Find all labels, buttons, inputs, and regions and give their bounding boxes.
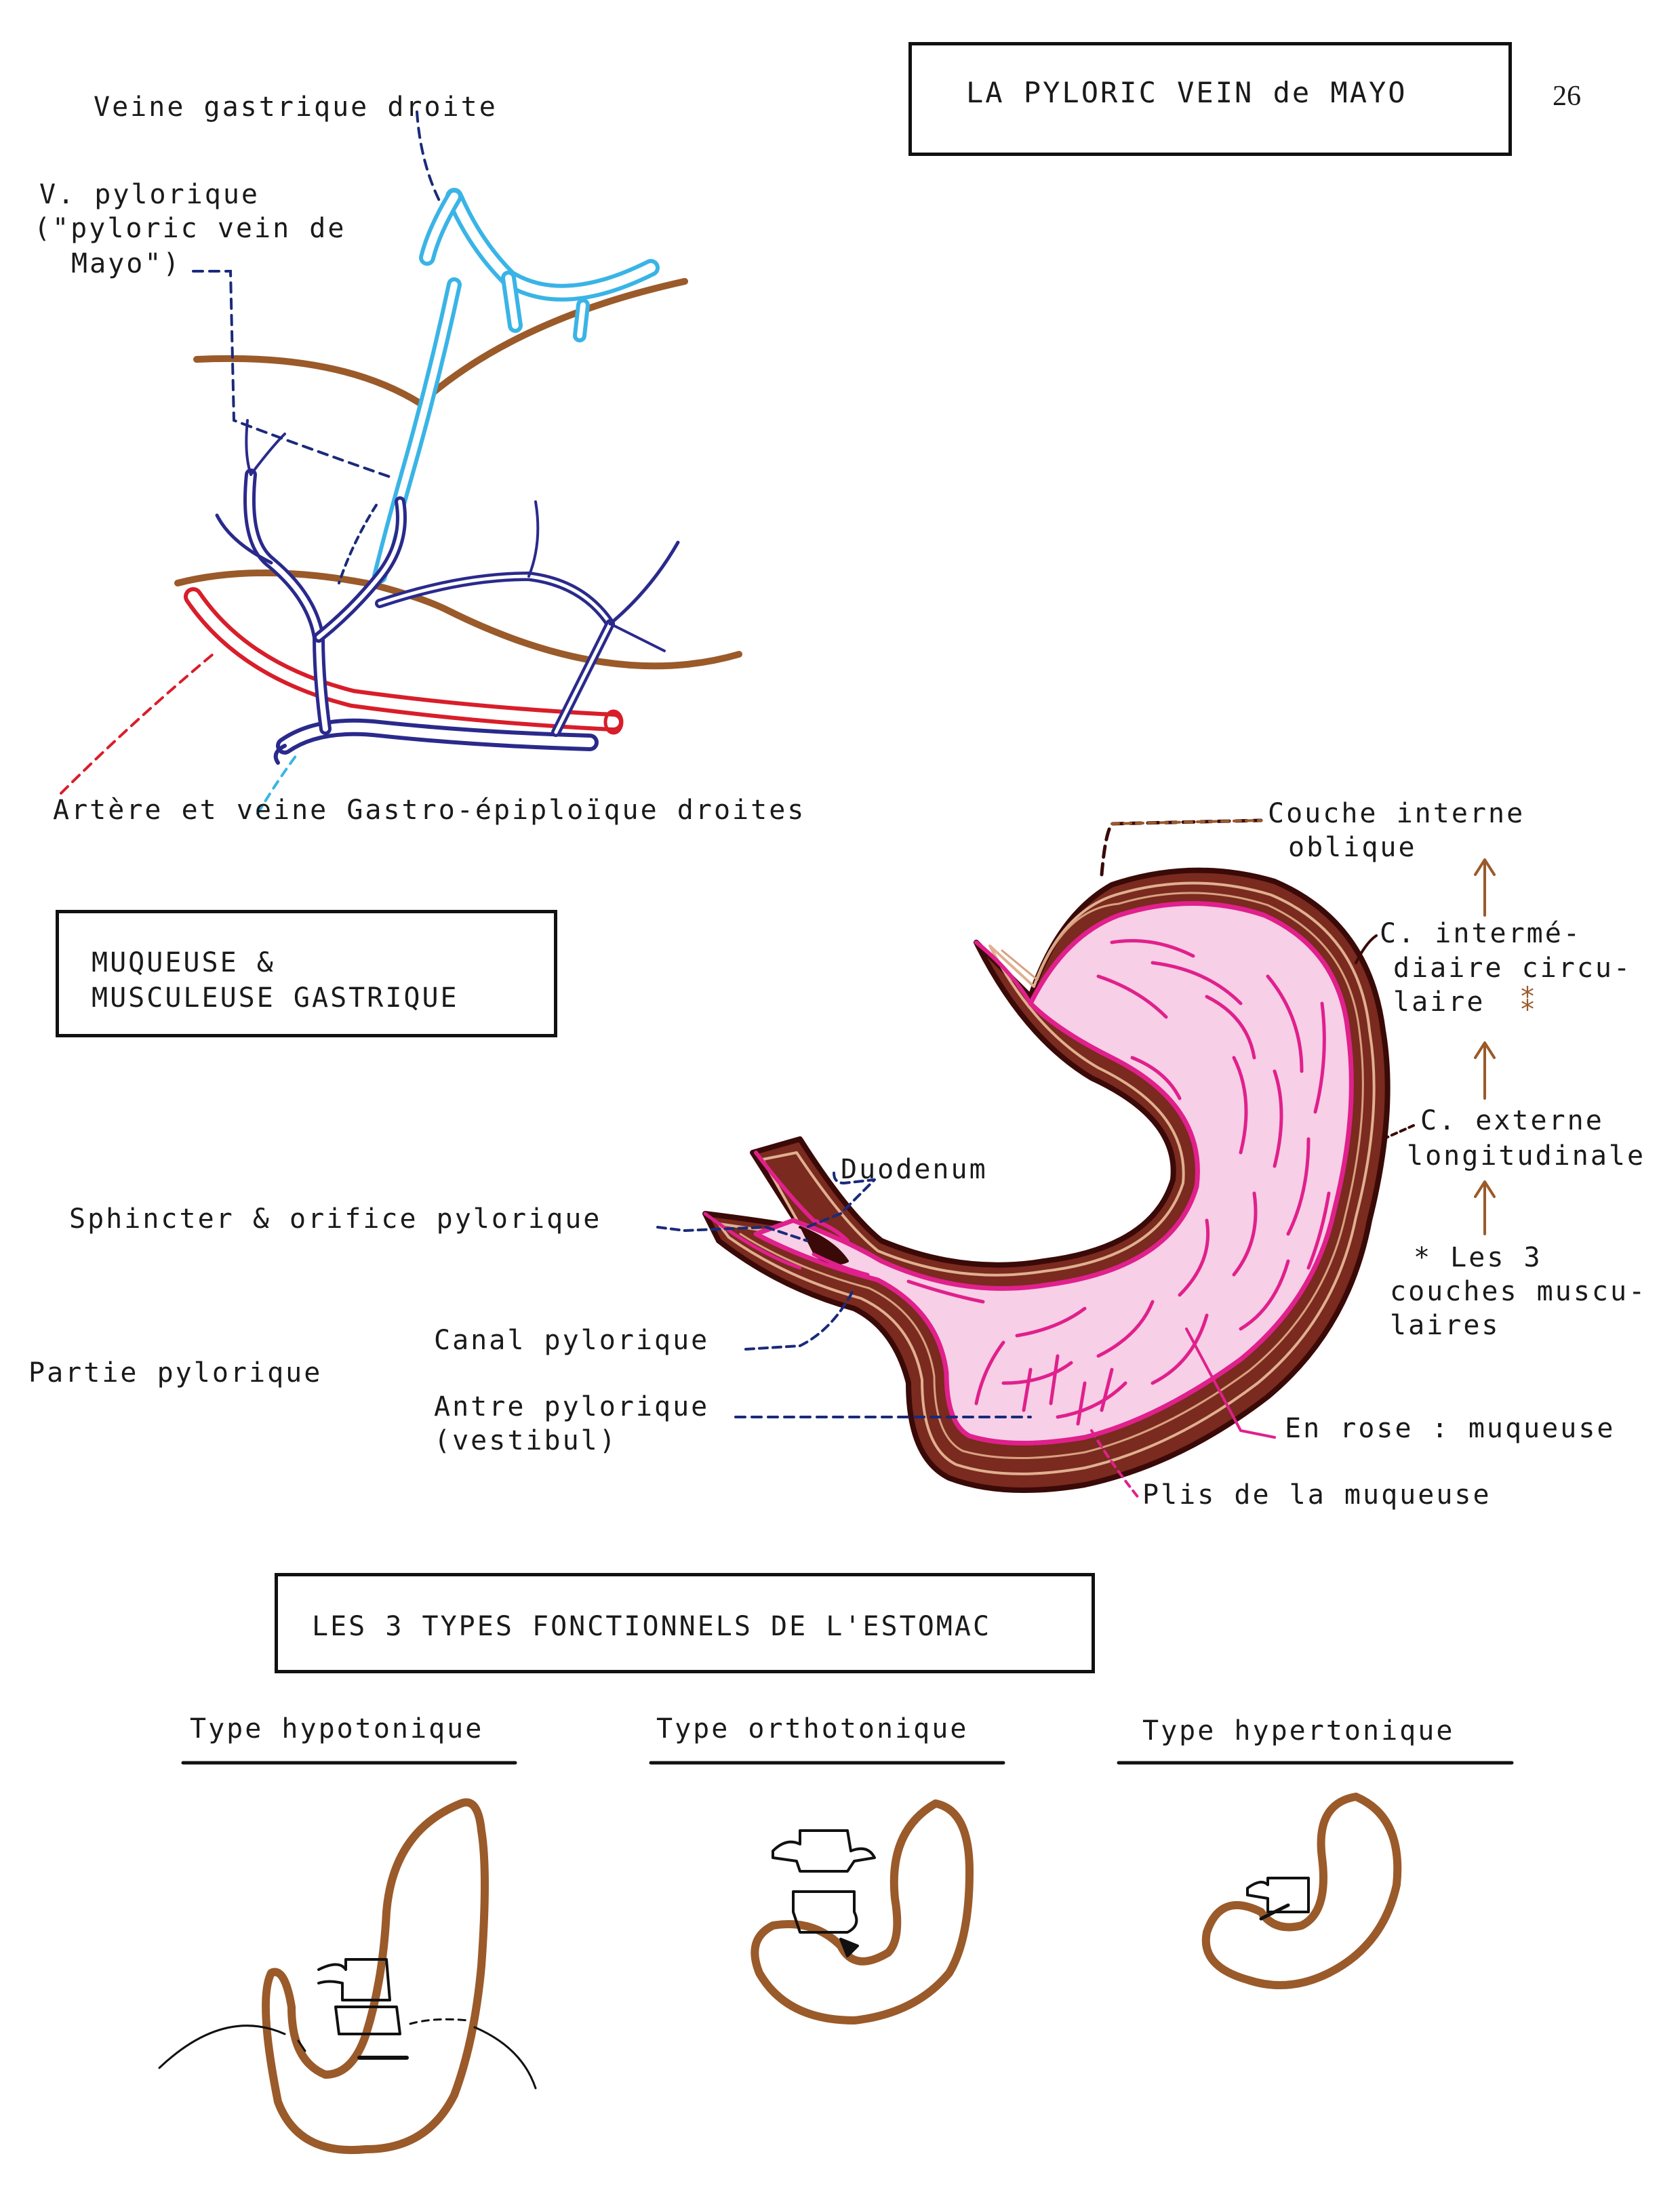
label-en-rose: En rose : muqueuse <box>1285 1413 1616 1444</box>
stomach-types <box>158 1761 1514 2155</box>
label-antre-2: (vestibul) <box>434 1425 618 1456</box>
label-duodenum: Duodenum <box>841 1154 988 1185</box>
label-c-inter-1: C. intermé- <box>1380 918 1582 949</box>
section3-title: LES 3 TYPES FONCTIONNELS DE L'ESTOMAC <box>312 1611 992 1642</box>
label-artere-veine: Artère et veine Gastro-épiploïque droite… <box>53 795 806 826</box>
orthotonic-stomach <box>751 1799 974 2025</box>
mucosal-folds <box>812 939 1331 1426</box>
leader-v-pylorique <box>192 270 395 479</box>
arrows <box>1474 858 1496 1235</box>
label-c-externe-1: C. externe <box>1420 1105 1604 1136</box>
label-les3-2: couches muscu- <box>1390 1276 1647 1307</box>
label-canal: Canal pylorique <box>434 1325 710 1356</box>
hypertonic-vertebrae <box>1246 1877 1310 1921</box>
mucosa <box>753 901 1354 1445</box>
leader-veine <box>256 751 300 815</box>
type-hypotonique: Type hypotonique <box>190 1713 484 1744</box>
label-v-pylorique-3: Mayo") <box>71 248 182 279</box>
leader-c-ext <box>1382 1124 1415 1140</box>
hypotonic-vertebrae <box>317 1958 409 2060</box>
label-couche-interne-2: oblique <box>1288 832 1417 863</box>
section2-title-2: MUSCULEUSE GASTRIQUE <box>92 982 459 1014</box>
label-antre-1: Antre pylorique <box>434 1391 710 1422</box>
label-v-pylorique-1: V. pylorique <box>39 179 260 210</box>
leader-c-inter <box>1355 934 1378 964</box>
section1-title-box <box>908 42 1512 156</box>
leader-duodenum <box>805 1172 876 1229</box>
hypotonic-stomach <box>262 1798 489 2155</box>
page-number: 26 <box>1553 81 1581 112</box>
label-les3-1: * Les 3 <box>1414 1242 1542 1273</box>
label-couche-interne-1: Couche interne <box>1268 798 1525 829</box>
leader-plis <box>1090 1429 1140 1500</box>
leader-couche-interne <box>1100 818 1263 877</box>
leader-veine-gastrique <box>416 111 442 205</box>
label-partie: Partie pylorique <box>28 1357 323 1389</box>
leader-en-rose <box>1185 1328 1276 1439</box>
section2-title-box <box>56 910 557 1037</box>
orthotonic-vertebrae <box>772 1829 876 1957</box>
lower-curvature <box>174 570 742 670</box>
type-orthotonique: Type orthotonique <box>656 1713 969 1744</box>
label-c-externe-2: longitudinale <box>1407 1140 1646 1172</box>
label-c-inter-mark: ⁑ <box>1521 986 1536 1018</box>
section2-title-1: MUQUEUSE & <box>92 947 275 978</box>
pyloric-vein-drawing <box>60 111 742 815</box>
leader-sphincter <box>656 1226 808 1242</box>
type-hypertonique: Type hypertonique <box>1142 1715 1455 1747</box>
label-plis: Plis de la muqueuse <box>1142 1479 1492 1511</box>
label-sphincter: Sphincter & orifice pylorique <box>69 1203 602 1235</box>
section3-title-box <box>275 1573 1095 1673</box>
section1-title: LA PYLORIC VEIN de MAYO <box>966 76 1407 109</box>
leader-canal <box>744 1287 856 1351</box>
stomach-drawing <box>656 818 1496 1500</box>
label-c-inter-3: laire <box>1393 986 1485 1018</box>
label-c-inter-2: diaire circu- <box>1393 953 1633 984</box>
hypertonic-stomach <box>1201 1793 1402 1989</box>
label-les3-3: laires <box>1390 1310 1500 1341</box>
leader-artere <box>60 650 218 795</box>
label-veine-gastrique: Veine gastrique droite <box>94 92 498 123</box>
label-v-pylorique-2: ("pyloric vein de <box>34 213 346 244</box>
